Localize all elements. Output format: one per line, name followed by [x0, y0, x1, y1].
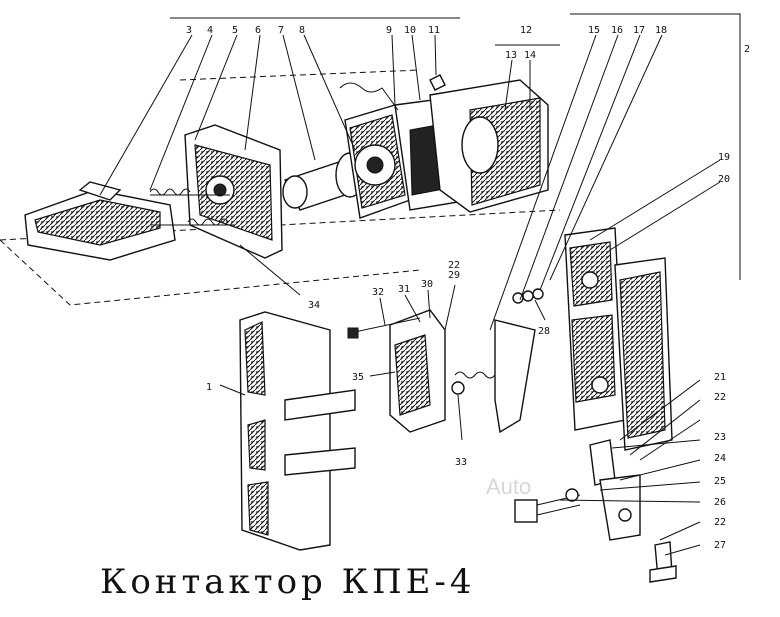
- callout-32: 32: [372, 287, 384, 298]
- callout-7: 7: [278, 25, 284, 36]
- contact-block-right: [564, 227, 673, 451]
- callout-21: 21: [714, 372, 726, 383]
- leader-lines: [99, 34, 721, 556]
- callout-33: 33: [455, 457, 467, 468]
- callout-24: 24: [714, 453, 726, 464]
- callout-20: 20: [718, 174, 730, 185]
- callout-28: 28: [538, 326, 550, 337]
- callout-8: 8: [299, 25, 305, 36]
- callout-26: 26: [714, 497, 726, 508]
- callout-22-upper: 22: [714, 392, 726, 403]
- callout-11: 11: [428, 25, 440, 36]
- callout-35: 35: [352, 372, 364, 383]
- contact-block-left: [24, 181, 176, 261]
- springs-left: [149, 188, 229, 226]
- callout-15: 15: [588, 25, 600, 36]
- magnetic-core: [429, 74, 549, 213]
- mounting-hardware: [514, 439, 677, 583]
- callout-2: 2: [744, 44, 750, 55]
- callout-19: 19: [718, 152, 730, 163]
- callout-14: 14: [524, 50, 536, 61]
- callout-25: 25: [714, 476, 726, 487]
- callout-31: 31: [398, 284, 410, 295]
- callout-23: 23: [714, 432, 726, 443]
- frame-plate: [150, 124, 283, 259]
- callout-16: 16: [611, 25, 623, 36]
- moving-contact: [494, 288, 544, 434]
- callout-3: 3: [186, 25, 192, 36]
- watermark: Auto: [486, 474, 532, 499]
- callout-13: 13: [505, 50, 517, 61]
- callout-22-top: 22: [448, 260, 460, 271]
- callout-34: 34: [308, 300, 320, 311]
- callout-labels: 3 4 5 6 7 8 9 10 11 12 13 14 15 16 17 18…: [186, 25, 750, 551]
- callout-18: 18: [655, 25, 667, 36]
- contact-bar-1: [239, 311, 356, 551]
- callout-4: 4: [207, 25, 213, 36]
- callout-6: 6: [255, 25, 261, 36]
- callout-1: 1: [206, 382, 212, 393]
- callout-27: 27: [714, 540, 726, 551]
- callout-30: 30: [421, 279, 433, 290]
- callout-17: 17: [633, 25, 645, 36]
- callout-29: 29: [448, 270, 460, 281]
- diagram-caption: Контактор КПЕ-4: [100, 562, 476, 602]
- callout-9: 9: [386, 25, 392, 36]
- callout-10: 10: [404, 25, 416, 36]
- callout-12: 12: [520, 25, 532, 36]
- top-bracket: [170, 13, 741, 280]
- contact-carrier: [347, 309, 496, 433]
- callout-22-lower: 22: [714, 517, 726, 528]
- callout-5: 5: [232, 25, 238, 36]
